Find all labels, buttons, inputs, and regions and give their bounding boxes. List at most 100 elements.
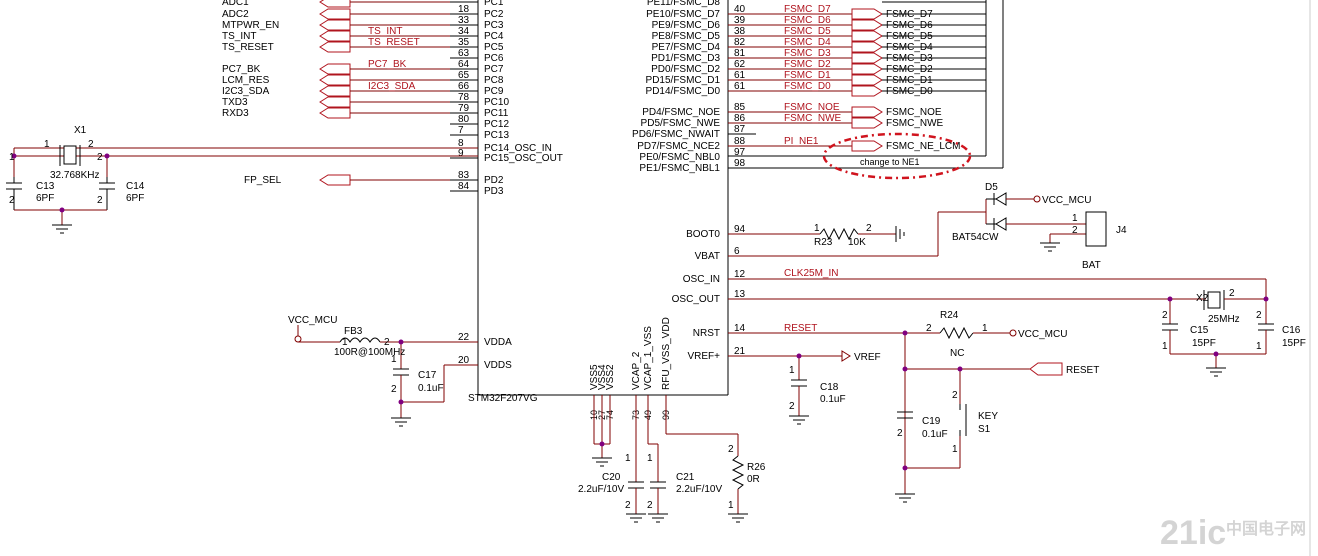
mcu-pin-name: NRST: [693, 328, 720, 339]
svg-text:1: 1: [982, 323, 988, 334]
boot0-circuit: [728, 226, 905, 242]
left-signal-label: ADC1: [222, 0, 249, 8]
mcu-pin-name: PC8: [484, 75, 504, 86]
mcu-pin-number: 21: [734, 346, 746, 357]
svg-text:2: 2: [384, 337, 390, 348]
mcu-pin-name: OSC_IN: [683, 274, 720, 285]
mcu-pin-number: 8: [458, 138, 464, 149]
vbat-circuit: [728, 192, 1107, 257]
svg-text:1: 1: [625, 453, 631, 464]
mcu-pin-name: VBAT: [695, 251, 720, 262]
mcu-body: [477, 0, 729, 396]
mcu-pin-name: VSS2: [605, 364, 616, 390]
fsmc-port: [851, 19, 883, 31]
mcu-pin-number: 88: [734, 136, 746, 147]
fsmc-port: [851, 117, 883, 129]
c18-ref: C18: [820, 382, 839, 393]
x1-value: 32.768KHz: [50, 170, 99, 181]
mcu-pin-number: 22: [458, 332, 470, 343]
mcu-pin-name: BOOT0: [686, 229, 720, 240]
mcu-pin-name: PE9/FSMC_D6: [652, 20, 721, 31]
vcc-mcu-label-left: VCC_MCU: [288, 315, 337, 326]
fsmc-net-label: FSMC_NOE: [784, 102, 840, 113]
j4-value: BAT: [1082, 260, 1101, 271]
mcu-pin-number: 63: [458, 48, 470, 59]
svg-text:1: 1: [9, 152, 15, 163]
svg-text:2: 2: [952, 390, 958, 401]
mcu-pin-number: 39: [734, 15, 746, 26]
fsmc-port-label: FSMC_NOE: [886, 107, 942, 118]
svg-text:2: 2: [728, 444, 734, 455]
mcu-pin-number: 35: [458, 37, 470, 48]
svg-text:2: 2: [1162, 310, 1168, 321]
mcu-pin-name: PC4: [484, 31, 504, 42]
mcu-pin-number: 40: [734, 4, 746, 15]
vref-label: VREF: [854, 352, 881, 363]
mcu-pin-name: PD4/FSMC_NOE: [642, 107, 720, 118]
fsmc-port: [851, 30, 883, 42]
mcu-pin-name: PC2: [484, 9, 504, 20]
left-net-label: TS_INT: [368, 26, 402, 37]
c20-value: 2.2uF/10V: [578, 484, 624, 495]
svg-text:1: 1: [1072, 213, 1078, 224]
mcu-pin-number: 86: [734, 113, 746, 124]
fsmc-port: [851, 74, 883, 86]
mcu-pin-number: 82: [734, 37, 746, 48]
mcu-pin-number: 61: [734, 70, 746, 81]
c13-value: 6PF: [36, 193, 54, 204]
mcu-pin-name: PD2: [484, 175, 504, 186]
fsmc-port: [851, 52, 883, 64]
mcu-pin-number: 83: [458, 170, 470, 181]
mcu-pin-number: 9: [458, 148, 464, 159]
mcu-pin-name: VCAP_2: [631, 351, 642, 390]
c17-ref: C17: [418, 370, 437, 381]
svg-text:2: 2: [789, 401, 795, 412]
reset-net: RESET: [784, 323, 817, 334]
vcc-mcu-label-r24: VCC_MCU: [1018, 329, 1067, 340]
fsmc-net-label: FSMC_D7: [784, 4, 831, 15]
c21-value: 2.2uF/10V: [676, 484, 722, 495]
mcu-pin-number: 84: [458, 181, 470, 192]
mcu-pin-name: VREF+: [687, 351, 720, 362]
mcu-pin-number: 14: [734, 323, 746, 334]
svg-text:1: 1: [1256, 341, 1262, 352]
c14-ref: C14: [126, 181, 145, 192]
mcu-pin-number: 17: [458, 0, 470, 3]
mcu-pin-name: PD6/FSMC_NWAIT: [632, 129, 720, 140]
mcu-pin-name: PC3: [484, 20, 504, 31]
left-signal-label: TS_INT: [222, 31, 256, 42]
mcu-bottom-pins: 10VSS527VSS474VSS273VCAP_249VCAP_1_VSS99…: [589, 317, 672, 420]
mcu-pin-number: 7: [458, 125, 464, 136]
fsmc-port: [851, 106, 883, 118]
mcu-pin-number: 79: [458, 103, 470, 114]
r26-value: 0R: [747, 474, 760, 485]
mcu-pin-name: PE8/FSMC_D5: [652, 31, 721, 42]
crystal-x2-circuit: [728, 278, 1274, 377]
x2-ref: X2: [1196, 293, 1209, 304]
svg-text:1: 1: [391, 354, 397, 365]
left-signal-port: [319, 19, 351, 31]
fb3-value: 100R@100MHz: [334, 347, 405, 358]
mcu-pin-number: 97: [734, 147, 746, 158]
r23-ref: R23: [814, 237, 833, 248]
svg-text:2: 2: [1229, 288, 1235, 299]
fsmc-net-label: FSMC_NWE: [784, 113, 842, 124]
fsmc-port: [851, 85, 883, 97]
svg-text:1: 1: [728, 500, 734, 511]
mcu-pin-name: PD3: [484, 186, 504, 197]
svg-text:1: 1: [44, 139, 50, 150]
c19-value: 0.1uF: [922, 429, 948, 440]
fb3-ref: FB3: [344, 326, 363, 337]
svg-text:2: 2: [866, 223, 872, 234]
left-signal-label: TXD3: [222, 97, 248, 108]
c15-ref: C15: [1190, 325, 1209, 336]
mcu-pin-name: PC13: [484, 130, 509, 141]
fsmc-net-label: FSMC_D0: [784, 81, 831, 92]
mcu-pin-number: 18: [458, 4, 470, 15]
c13-ref: C13: [36, 181, 55, 192]
watermark-cn: 中国电子网: [1226, 519, 1306, 538]
left-signal-label: ADC2: [222, 9, 249, 20]
